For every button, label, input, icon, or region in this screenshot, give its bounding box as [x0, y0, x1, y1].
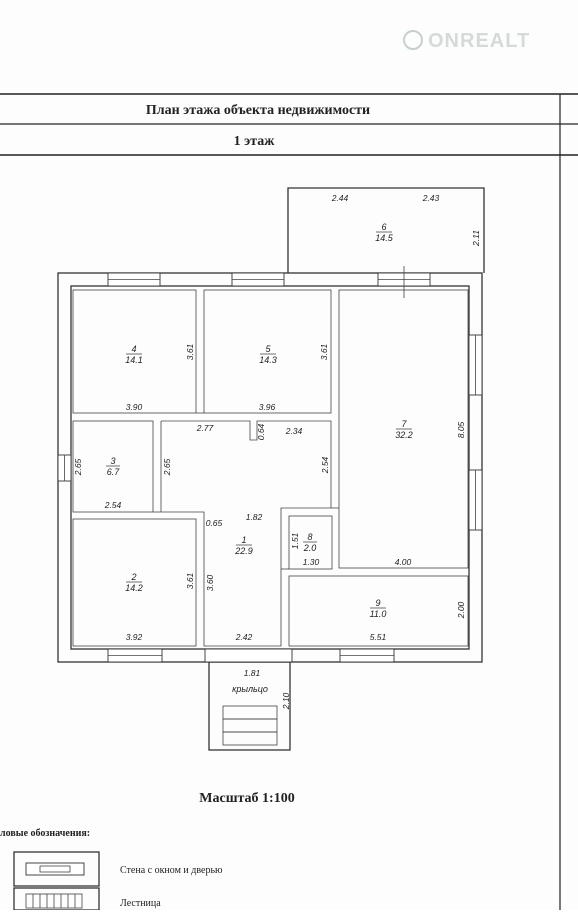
dim-r2-bottom: 3.92	[126, 632, 143, 642]
dim-r9-right: 2.00	[456, 601, 466, 619]
svg-text:32.2: 32.2	[395, 430, 413, 440]
svg-text:6: 6	[381, 222, 386, 232]
floor-label: 1 этаж	[234, 134, 276, 149]
legend-stairs-icon	[25, 893, 83, 909]
dim-r1-bottom: 2.42	[235, 632, 253, 642]
svg-text:4: 4	[131, 344, 136, 354]
dim-r1-left-lower: 3.60	[205, 574, 215, 591]
dim-r8-left: 1.51	[290, 532, 300, 549]
svg-text:14.5: 14.5	[375, 233, 394, 243]
dim-r3-bottom: 2.54	[104, 500, 122, 510]
svg-text:6.7: 6.7	[107, 467, 121, 477]
legend-stairs: Лестница	[120, 898, 161, 909]
room-labels: 6 14.5 4 14.1 5 14.3 7 32.2 3 6.7 1 22.9	[106, 222, 413, 619]
room-9-label: 9 11.0	[370, 598, 387, 619]
dim-r1-notch: 0.64	[256, 423, 266, 440]
porch	[204, 648, 293, 751]
dim-r6-top-right: 2.43	[422, 193, 440, 203]
watermark-logo: ONREALT	[403, 30, 530, 52]
svg-text:9: 9	[375, 598, 380, 608]
plan-title: План этажа объекта недвижимости	[146, 103, 370, 118]
room-8-label: 8 2.0	[303, 532, 317, 553]
porch-label: крыльцо	[232, 684, 268, 694]
dim-r8-bottom: 1.30	[303, 557, 320, 567]
dim-r7-bottom: 4.00	[395, 557, 412, 567]
svg-text:8: 8	[307, 532, 312, 542]
svg-text:7: 7	[401, 419, 407, 429]
dim-r1-right-upper: 2.54	[320, 456, 330, 474]
watermark-pin-icon	[403, 30, 423, 50]
dim-r1-small: 0.65	[206, 518, 223, 528]
dim-r6-right: 2.11	[471, 230, 481, 247]
legend-wall-window-door: Стена с окном и дверью	[120, 865, 223, 876]
dim-r9-bottom: 5.51	[370, 632, 387, 642]
room-6-label: 6 14.5	[375, 222, 394, 243]
dim-r1-top-left: 2.77	[196, 423, 214, 433]
building-walls	[57, 187, 485, 663]
dim-r5-right: 3.61	[319, 343, 329, 360]
svg-text:2.0: 2.0	[303, 543, 317, 553]
svg-text:11.0: 11.0	[370, 609, 387, 619]
dim-porch-right: 2.10	[281, 692, 291, 710]
svg-text:3: 3	[110, 456, 115, 466]
svg-text:2: 2	[130, 572, 136, 582]
svg-text:22.9: 22.9	[234, 546, 253, 556]
dim-r7-right: 8.05	[456, 421, 466, 438]
dim-porch-top: 1.81	[244, 668, 261, 678]
room-3-label: 3 6.7	[106, 456, 120, 477]
windows	[57, 266, 483, 663]
dim-r1-left-upper: 2.65	[162, 458, 172, 476]
legend-title: ловые обозначения:	[0, 828, 90, 839]
svg-text:5: 5	[265, 344, 271, 354]
scale-label: Масштаб 1:100	[199, 791, 294, 806]
room-7-label: 7 32.2	[395, 419, 413, 440]
svg-text:1: 1	[241, 535, 246, 545]
dim-r4-right: 3.61	[185, 343, 195, 360]
dim-r5-bottom: 3.96	[259, 402, 276, 412]
room-1-label: 1 22.9	[234, 535, 253, 556]
svg-text:14.3: 14.3	[259, 355, 277, 365]
dim-r3-left: 2.65	[73, 458, 83, 476]
room-5-label: 5 14.3	[259, 344, 277, 365]
dimension-labels: 2.44 2.43 2.11 3.61 3.90 3.61 3.96 8.05 …	[73, 193, 481, 710]
svg-text:14.1: 14.1	[125, 355, 143, 365]
room-4-label: 4 14.1	[125, 344, 143, 365]
dim-r1-top-right: 2.34	[285, 426, 303, 436]
dim-r2-right: 3.61	[185, 572, 195, 589]
header-table: План этажа объекта недвижимости 1 этаж	[0, 93, 578, 910]
legend-wall-window-icon	[25, 862, 85, 876]
dim-r6-top-left: 2.44	[331, 193, 349, 203]
svg-text:14.2: 14.2	[125, 583, 143, 593]
legend-symbol-frame	[13, 851, 100, 887]
dim-r1-mid: 1.82	[246, 512, 263, 522]
dim-r4-bottom: 3.90	[126, 402, 143, 412]
watermark-text: ONREALT	[428, 30, 530, 52]
legend-stairs-frame	[13, 887, 100, 911]
room-2-label: 2 14.2	[125, 572, 143, 593]
legend: ловые обозначения: Стена с окном и дверь…	[0, 828, 223, 911]
